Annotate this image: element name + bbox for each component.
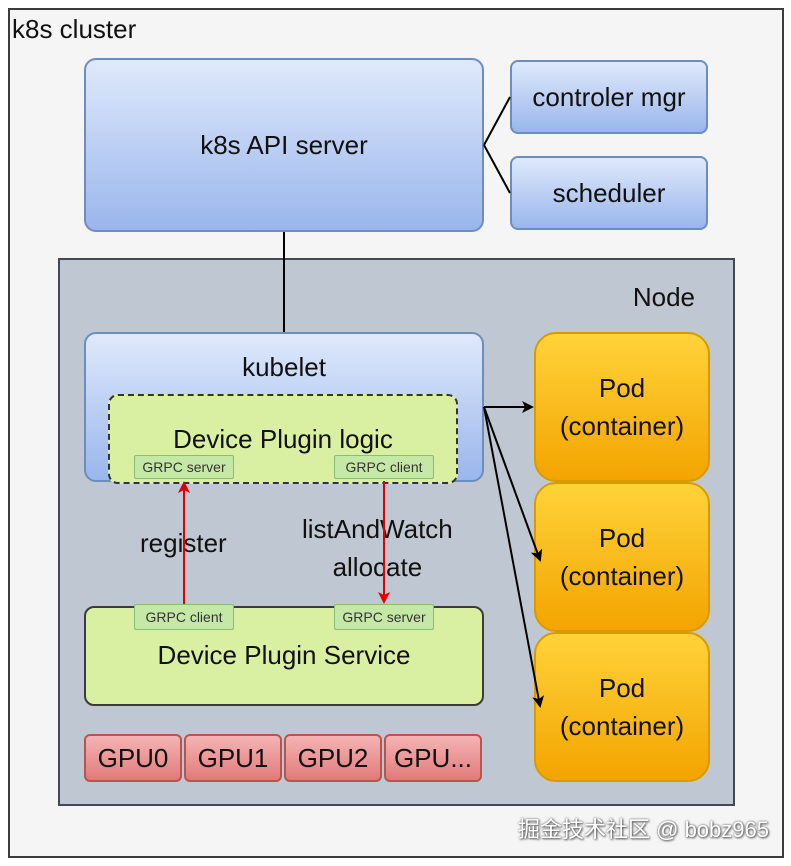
scheduler-box: scheduler (510, 156, 708, 230)
pod-box: Pod (container) (534, 332, 710, 482)
node-label: Node (632, 282, 695, 312)
api-to-scheduler-line (483, 144, 511, 194)
k8s-cluster-label: k8s cluster (12, 14, 137, 44)
device-plugin-service-label: Device Plugin Service (157, 640, 411, 670)
pod-box: Pod (container) (534, 632, 710, 782)
gpu-box: GPU... (384, 734, 482, 782)
list-and-watch-edge-label: listAndWatch allocate (302, 510, 453, 586)
pod-title: Pod (598, 373, 646, 403)
kubelet-to-pod-arrow (483, 406, 543, 562)
pod-box: Pod (container) (534, 482, 710, 632)
list-and-watch-text: listAndWatch (302, 514, 453, 544)
grpc-server-badge-kubelet: GRPC server (134, 455, 234, 479)
grpc-client-badge-kubelet: GRPC client (334, 455, 434, 479)
allocate-text: allocate (332, 552, 423, 582)
grpc-server-badge-service: GRPC server (334, 604, 434, 630)
gpu-box: GPU2 (284, 734, 382, 782)
pod-title: Pod (598, 673, 646, 703)
pod-title: Pod (598, 523, 646, 553)
grpc-client-badge-service: GRPC client (134, 604, 234, 630)
kubelet-to-pod-arrow (483, 406, 545, 708)
api-to-controller-line (483, 96, 511, 146)
kubelet-label: kubelet (242, 352, 326, 382)
pod-subtitle: (container) (559, 711, 685, 741)
gpu-box: GPU0 (84, 734, 182, 782)
k8s-api-server-box: k8s API server (84, 58, 484, 232)
device-plugin-logic-label: Device Plugin logic (173, 424, 393, 454)
pod-subtitle: (container) (559, 561, 685, 591)
pod-subtitle: (container) (559, 411, 685, 441)
watermark-text: 掘金技术社区 @ bobz965 (518, 817, 769, 842)
controller-manager-box: controler mgr (510, 60, 708, 134)
gpu-box: GPU1 (184, 734, 282, 782)
